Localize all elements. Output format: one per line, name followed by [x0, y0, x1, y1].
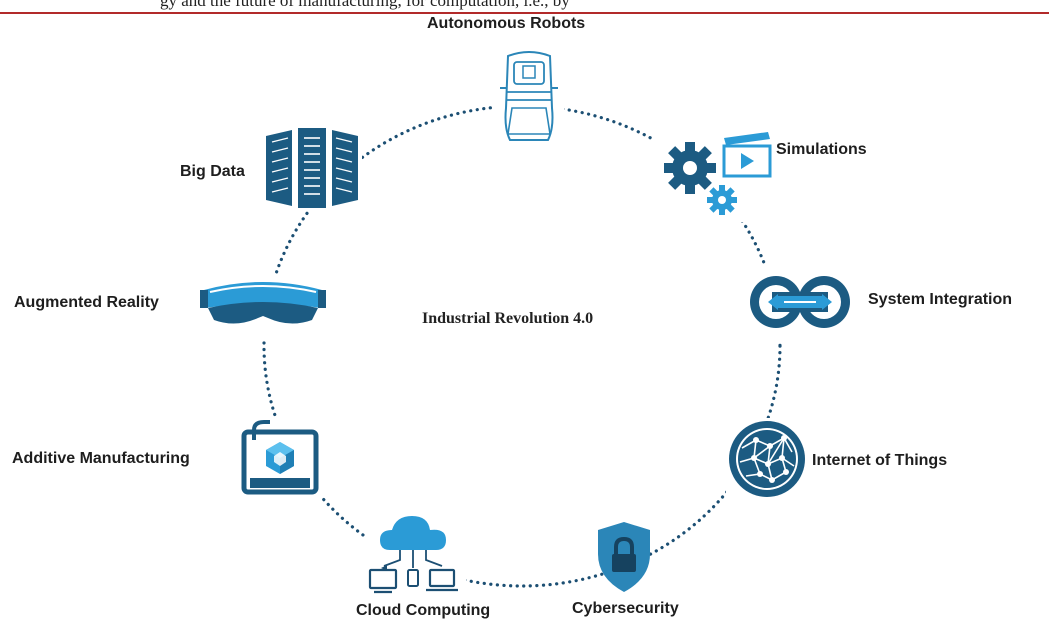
node-label-internet-of-things: Internet of Things [812, 452, 948, 469]
integration-links-icon [738, 264, 862, 342]
page-header: gy and the future of manufacturing, for … [0, 0, 1049, 16]
node-label-cybersecurity: Cybersecurity [572, 600, 679, 617]
ar-headset-icon [200, 274, 326, 340]
node-label-autonomous-robots: Autonomous Robots [427, 15, 586, 32]
node-label-big-data: Big Data [180, 163, 245, 180]
node-label-simulations: Simulations [776, 141, 867, 158]
3d-printer-icon [240, 418, 322, 498]
header-rule [0, 12, 1049, 14]
node-label-cloud-computing: Cloud Computing [356, 602, 491, 619]
robot-vehicle-icon [494, 48, 564, 148]
gears-video-icon [652, 122, 780, 222]
cloud-devices-icon [366, 510, 466, 598]
diagram-title: Industrial Revolution 4.0 [422, 310, 594, 327]
header-running-text: gy and the future of manufacturing, for … [160, 0, 570, 10]
network-globe-icon [726, 418, 808, 500]
node-label-additive-manufacturing: Additive Manufacturing [12, 450, 190, 467]
node-label-augmented-reality: Augmented Reality [14, 294, 159, 311]
server-rack-icon [262, 126, 362, 210]
node-label-system-integration: System Integration [868, 291, 1013, 308]
shield-lock-icon [594, 520, 654, 594]
